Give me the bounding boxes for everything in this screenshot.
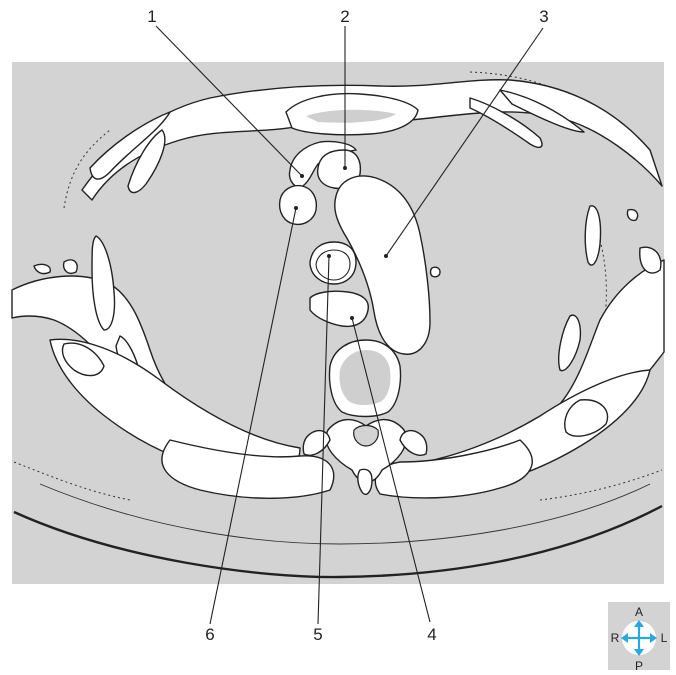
label-1: 1	[147, 7, 156, 26]
label-6: 6	[205, 625, 214, 644]
orientation-arrows-icon	[621, 620, 657, 656]
right-transverse-process	[399, 429, 428, 456]
label-3: 3	[539, 7, 548, 26]
spinal-canal	[353, 424, 379, 447]
label-5: 5	[313, 625, 322, 644]
right-rib-lateral-1	[584, 205, 602, 266]
left-small-vessel-2	[62, 259, 78, 274]
pleura-left-dotted	[63, 129, 111, 209]
leader-lines	[155, 25, 544, 625]
leader-dot-1	[300, 174, 304, 178]
orientation-right: R	[611, 631, 620, 645]
vertebral-arch	[325, 419, 407, 483]
leader-6	[209, 207, 297, 625]
right-axillary-node	[639, 246, 662, 274]
leader-dot-3	[384, 254, 388, 258]
small-node	[429, 266, 441, 278]
left-costal-cartilage	[89, 111, 171, 180]
leader-4	[351, 317, 431, 623]
leader-3	[385, 27, 544, 257]
subcutaneous-line	[39, 483, 651, 545]
leader-dot-6	[294, 206, 298, 210]
left-rib-lateral-1	[91, 235, 116, 331]
right-posterior-ribs	[374, 439, 533, 499]
fascia-dotted-left	[13, 461, 131, 501]
orientation-anterior: A	[635, 605, 643, 619]
leader-1	[155, 25, 303, 177]
structure-6-svc	[278, 184, 318, 226]
left-posterior-ribs	[161, 439, 335, 499]
right-rib-anterior	[469, 97, 543, 149]
vertebral-marrow	[339, 350, 391, 405]
trachea-lumen	[315, 249, 351, 281]
orientation-indicator: A P R L	[608, 602, 670, 673]
fascia-dotted-right	[539, 469, 663, 501]
spinous-process	[357, 468, 373, 496]
leader-dot-5	[327, 254, 331, 258]
pleura-right-dotted	[595, 239, 607, 361]
left-small-vessel-1	[33, 263, 51, 275]
anterior-chest-wall	[81, 79, 663, 201]
label-2: 2	[340, 7, 349, 26]
label-4: 4	[427, 625, 436, 644]
right-small-vessel	[626, 208, 639, 222]
right-scapula-inner	[564, 399, 609, 437]
orientation-posterior: P	[635, 659, 643, 673]
sternum-marrow	[306, 109, 396, 123]
left-rib-fragment	[127, 129, 166, 194]
leader-dot-4	[350, 316, 354, 320]
leader-5	[317, 255, 330, 625]
leader-dot-2	[343, 166, 347, 170]
structure-5-trachea	[309, 241, 357, 285]
orientation-left: L	[661, 631, 668, 645]
skin-contour	[13, 504, 663, 579]
right-costal-cartilage	[499, 89, 585, 133]
left-scapula-inner	[61, 342, 105, 377]
right-rib-lateral-2	[558, 314, 582, 372]
